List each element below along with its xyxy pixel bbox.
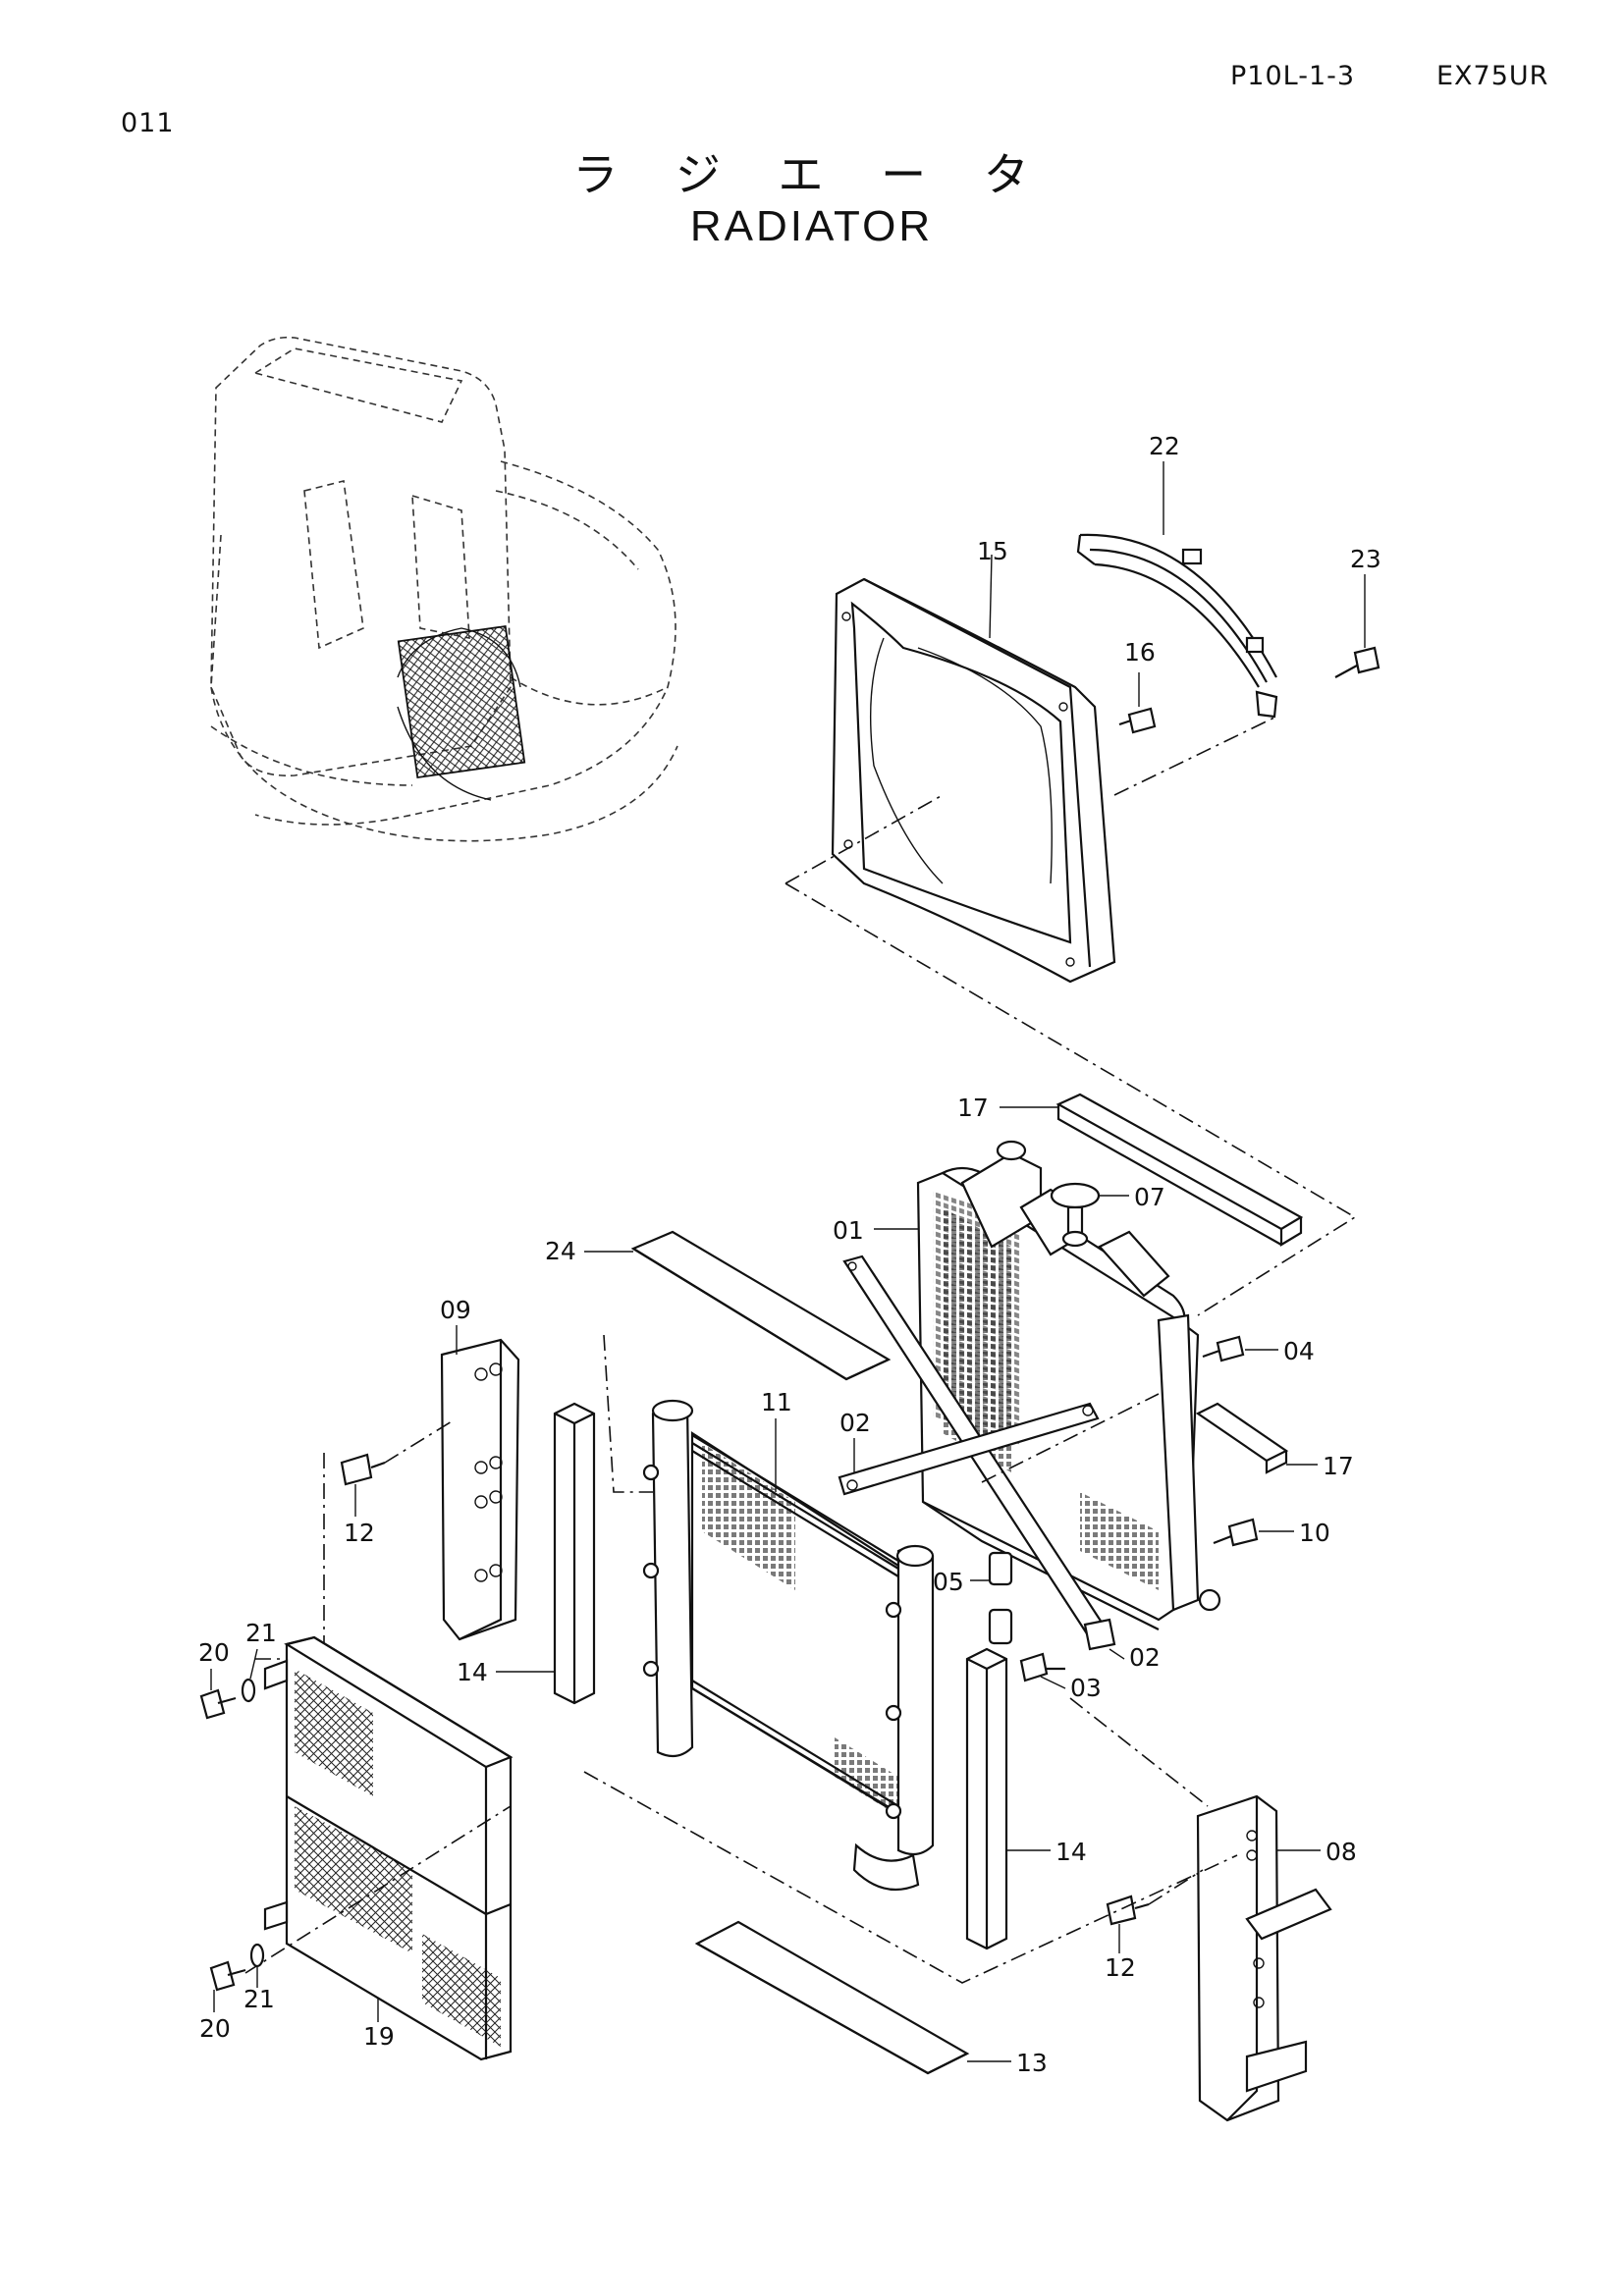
bolt-03 <box>1019 1652 1066 1689</box>
callout-24: 24 <box>545 1237 576 1265</box>
callout-04: 04 <box>1283 1337 1315 1365</box>
hose-05 <box>970 1551 1013 1645</box>
callout-07: 07 <box>1134 1183 1165 1211</box>
callout-13: 13 <box>1016 2049 1048 2077</box>
callout-12-right: 12 <box>1105 1953 1136 1982</box>
bracket-08 <box>1069 1697 1332 2122</box>
callout-20-upper: 20 <box>198 1638 230 1667</box>
excavator-overview <box>210 336 678 842</box>
callout-21-upper: 21 <box>245 1619 277 1647</box>
washer-21-upper <box>241 1648 258 1703</box>
seal-17-right <box>1195 1402 1318 1474</box>
callout-17-right: 17 <box>1323 1452 1354 1480</box>
bolt-12-left <box>340 1420 453 1517</box>
bolt-16 <box>1118 672 1157 734</box>
document-code: P10L-1-3 <box>1230 61 1356 91</box>
seal-14-right <box>965 1647 1051 1950</box>
bolt-10 <box>1213 1518 1294 1547</box>
callout-21-lower: 21 <box>243 1985 275 2013</box>
callout-02-lower: 02 <box>1129 1643 1161 1672</box>
callout-03: 03 <box>1070 1674 1102 1702</box>
callout-14-right: 14 <box>1055 1838 1087 1866</box>
seal-14-left <box>496 1402 596 1705</box>
bracket-09 <box>440 1325 520 1641</box>
seal-13 <box>694 1920 1011 2075</box>
callout-22: 22 <box>1149 432 1180 460</box>
callout-15: 15 <box>977 537 1008 565</box>
callout-05: 05 <box>933 1568 964 1596</box>
title-english: RADIATOR <box>689 202 934 250</box>
stay-02-short <box>838 1393 1160 1496</box>
wing-bolt-20-lower <box>209 1960 246 2012</box>
callout-10: 10 <box>1299 1519 1330 1547</box>
callout-14-left: 14 <box>457 1658 488 1686</box>
callout-12-left: 12 <box>344 1519 375 1547</box>
page-number: 011 <box>121 108 175 138</box>
screen <box>244 1635 514 2061</box>
callout-23: 23 <box>1350 545 1381 573</box>
callout-02-upper: 02 <box>839 1409 871 1437</box>
callout-08: 08 <box>1325 1838 1357 1866</box>
callout-labels: 22 23 15 16 17 01 07 24 09 04 11 02 17 1… <box>198 432 1381 2077</box>
seal-17-top <box>1000 1093 1304 1247</box>
machine-model: EX75UR <box>1436 61 1549 91</box>
callout-19: 19 <box>363 2022 395 2051</box>
washer-21-lower <box>249 1943 265 1988</box>
callout-11: 11 <box>761 1388 792 1416</box>
bolt-12-right <box>1106 1869 1204 1953</box>
title-japanese: ラ ジ エ ー タ <box>572 148 1051 201</box>
bolt-04 <box>1202 1335 1278 1362</box>
callout-01: 01 <box>833 1216 864 1245</box>
wing-bolt-20-upper <box>199 1669 237 1720</box>
callout-16: 16 <box>1124 638 1156 667</box>
callout-09: 09 <box>440 1296 471 1324</box>
callout-17-top: 17 <box>957 1094 989 1122</box>
seal-24 <box>584 1230 892 1381</box>
radiator-cap <box>1050 1182 1129 1248</box>
oil-cooler <box>603 1334 935 1892</box>
fan-guard <box>1076 461 1278 719</box>
fan-shroud <box>784 554 1116 984</box>
bolt-23 <box>1334 574 1380 678</box>
callout-20-lower: 20 <box>199 2014 231 2043</box>
